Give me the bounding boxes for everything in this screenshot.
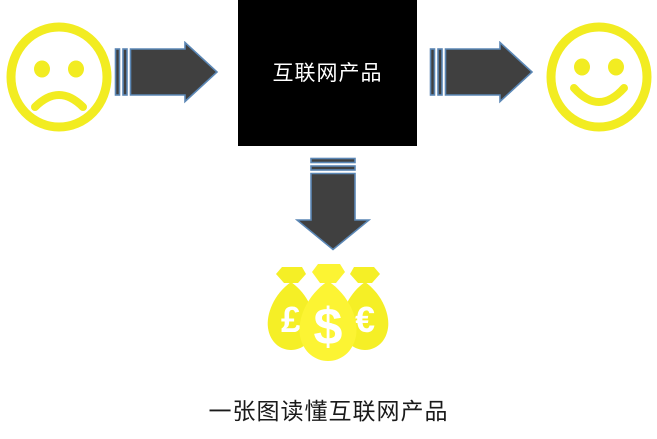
arrow-right-icon-user-to-product (114, 41, 219, 104)
sad-face-icon (6, 22, 112, 132)
diagram-caption: 一张图读懂互联网产品 (208, 399, 449, 424)
arrow-down-icon-product-to-money (295, 157, 371, 251)
product-box: 互联网产品 (238, 0, 417, 146)
svg-text:€: € (355, 299, 375, 340)
product-box-label: 互联网产品 (272, 60, 383, 85)
svg-text:$: $ (314, 298, 343, 356)
smiley-face-icon (546, 22, 652, 132)
money-bags-icon: £ € $ (267, 264, 389, 361)
arrow-right-icon-product-to-user (429, 41, 534, 104)
money-bag-dollar: $ (299, 264, 357, 361)
svg-text:£: £ (281, 299, 301, 340)
